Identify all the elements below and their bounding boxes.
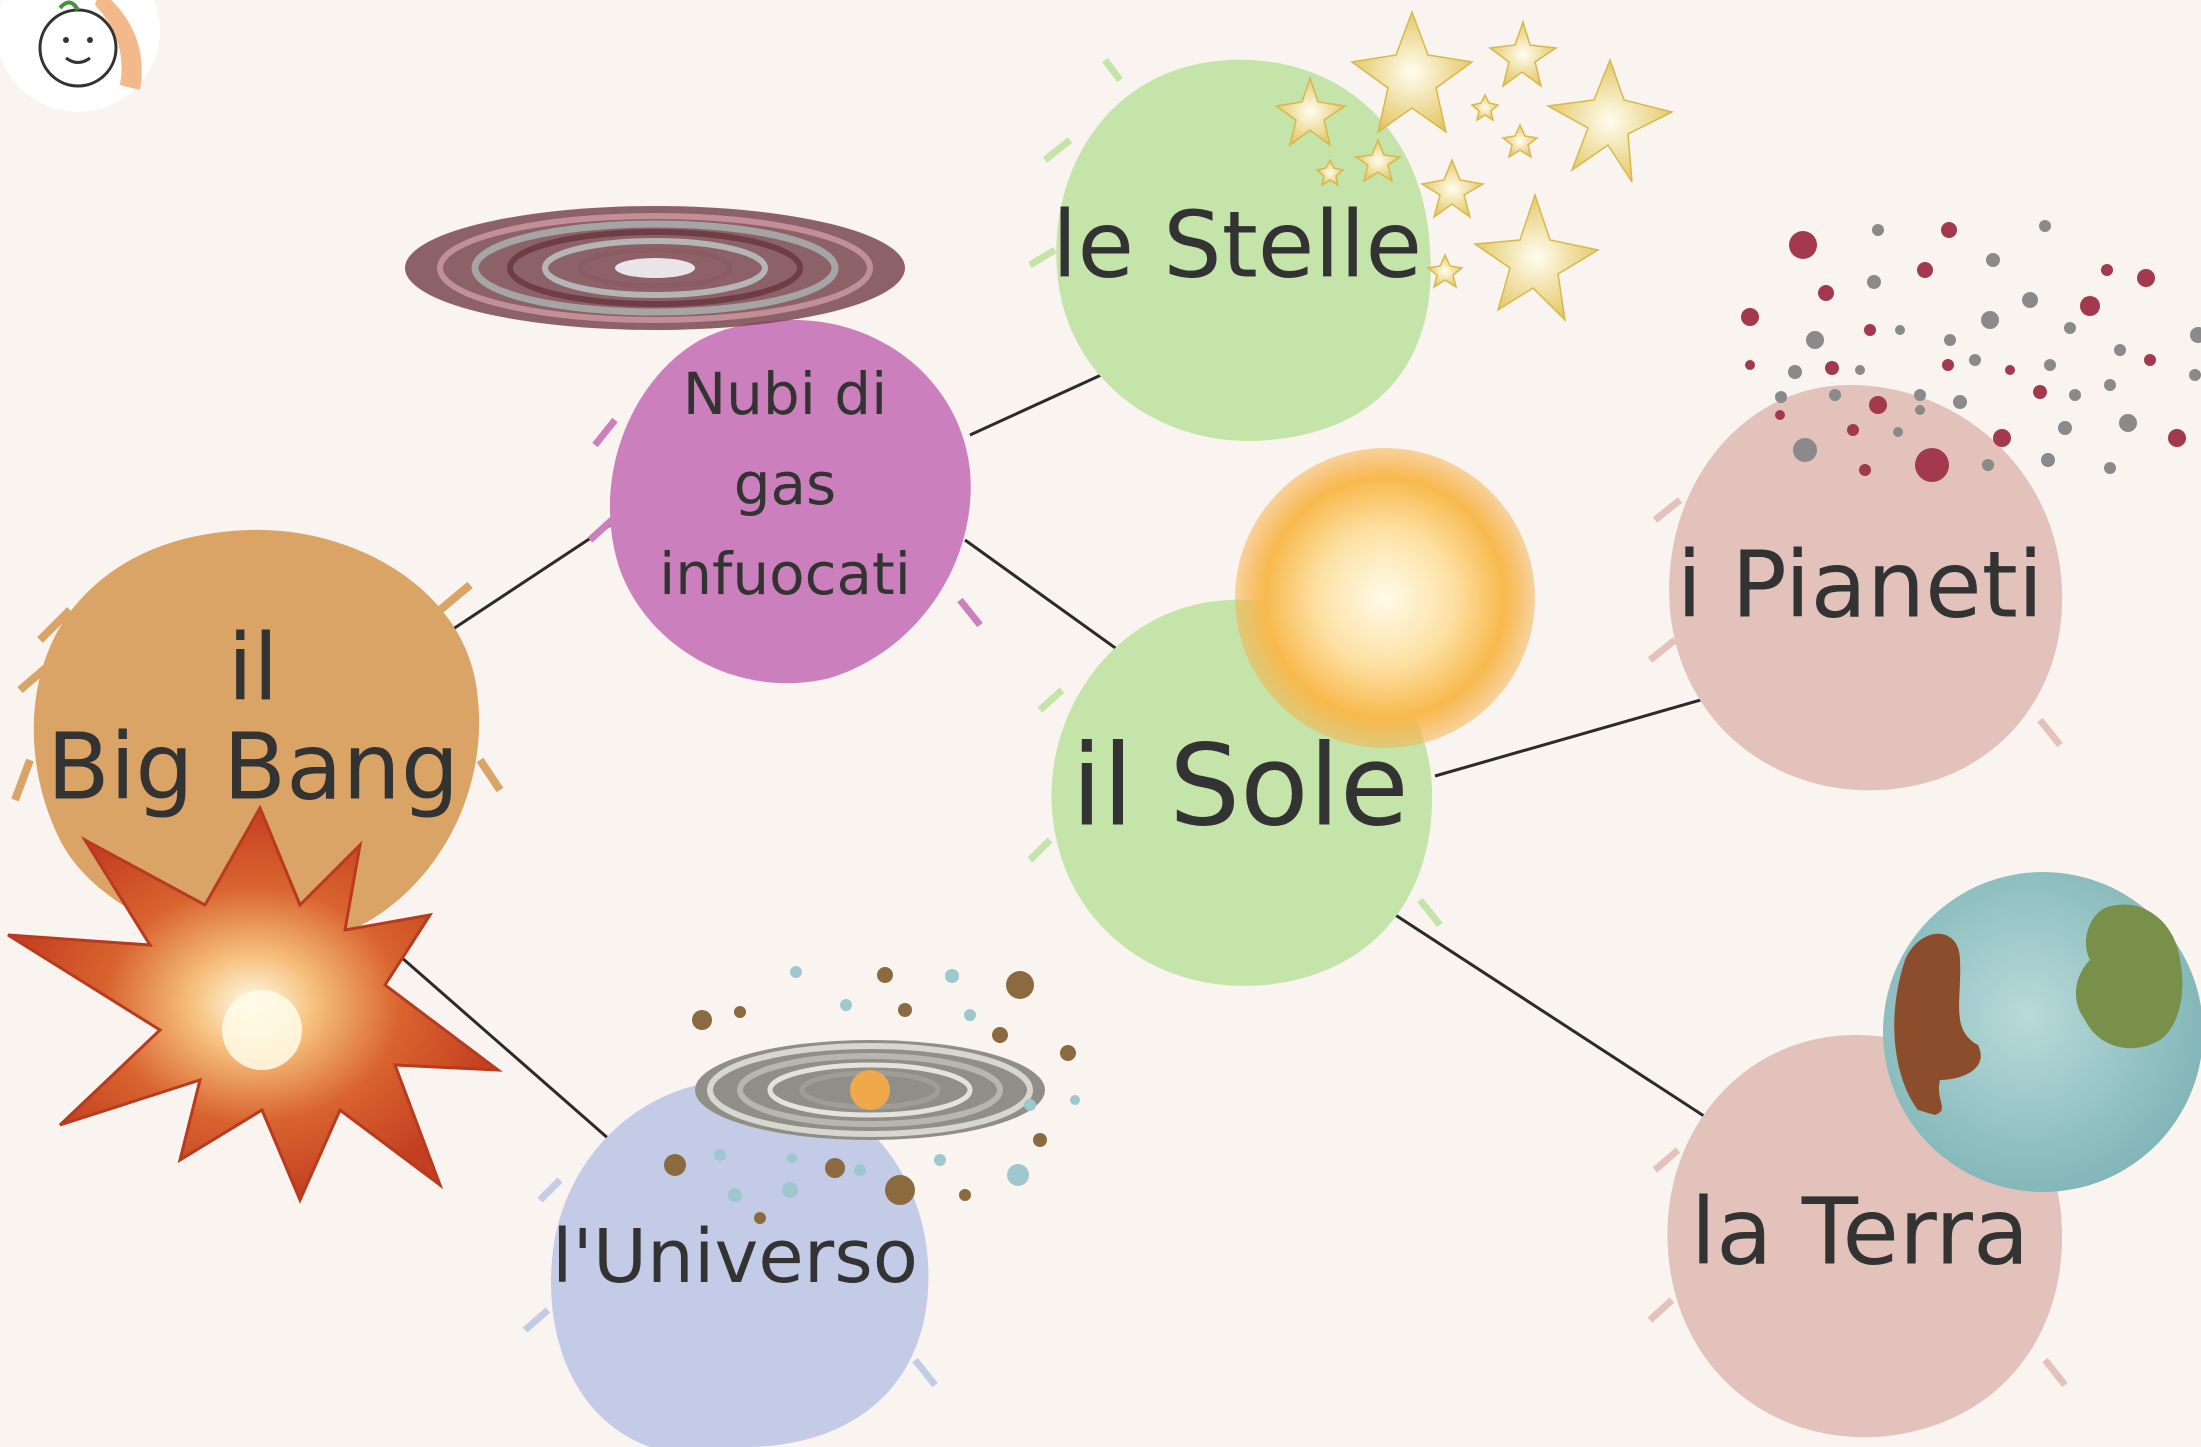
node-label-terra: la Terra	[1620, 1182, 2100, 1281]
smiling-face-logo-icon	[0, 0, 160, 112]
gas-cloud-spiral-icon	[405, 206, 905, 330]
arrow-sole-to-terra	[1380, 905, 1750, 1146]
node-label-stelle: le Stelle	[997, 195, 1477, 294]
node-label-universo: l'Universo	[495, 1218, 975, 1298]
earth-icon	[1883, 872, 2201, 1192]
node-label-big-bang: il Big Bang	[0, 619, 513, 818]
node-label-nubi: Nubi di gas infuocati	[605, 350, 965, 620]
sun-icon	[1235, 448, 1535, 748]
node-label-sole: il Sole	[1000, 727, 1480, 848]
node-label-pianeti: i Pianeti	[1620, 535, 2100, 634]
